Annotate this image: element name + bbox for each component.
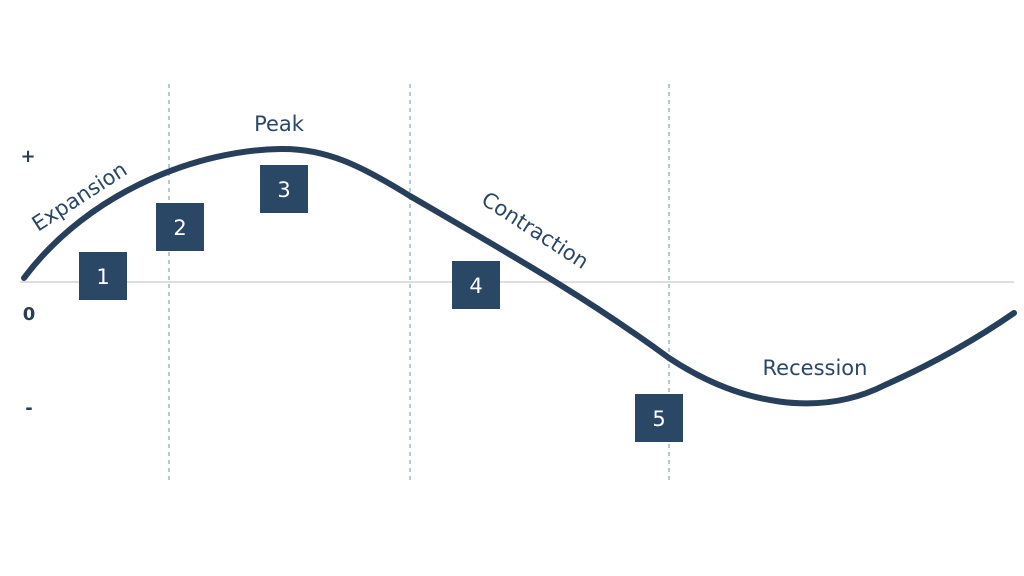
stage-marker-5-label: 5 <box>652 407 665 431</box>
stage-marker-5: 5 <box>635 394 683 442</box>
axis-plus-label: + <box>20 146 35 167</box>
phase-label-peak: Peak <box>254 112 305 136</box>
stage-marker-1: 1 <box>79 252 127 300</box>
phase-label-recession: Recession <box>763 356 868 380</box>
phase-label-contraction: Contraction <box>477 187 593 274</box>
stage-marker-3: 3 <box>260 165 308 213</box>
business-cycle-curve <box>21 145 1017 407</box>
stage-marker-2-label: 2 <box>173 216 186 240</box>
stage-marker-2: 2 <box>156 203 204 251</box>
axis-zero-label: 0 <box>23 304 36 325</box>
axis-minus-label: - <box>25 398 32 419</box>
stage-marker-1-label: 1 <box>96 265 109 289</box>
stage-marker-3-label: 3 <box>277 178 290 202</box>
stage-marker-4: 4 <box>452 261 500 309</box>
stage-marker-4-label: 4 <box>469 274 482 298</box>
